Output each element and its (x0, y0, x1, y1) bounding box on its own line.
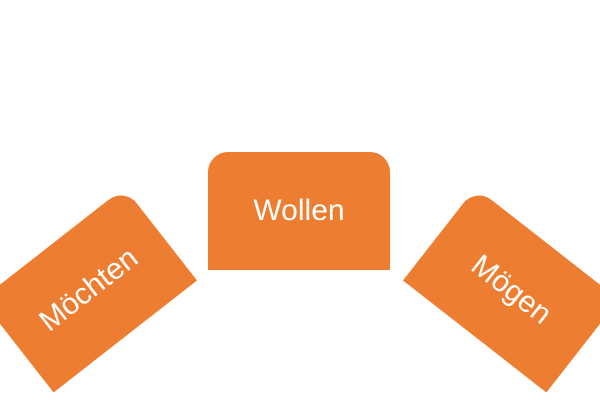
shape-label: Wollen (253, 194, 345, 227)
shape-moegen: Mögen (402, 187, 600, 393)
shape-label: Möchten (33, 241, 145, 339)
shape-moechten: Möchten (0, 187, 198, 393)
shape-label: Mögen (464, 248, 558, 331)
shape-wollen: Wollen (208, 152, 390, 270)
